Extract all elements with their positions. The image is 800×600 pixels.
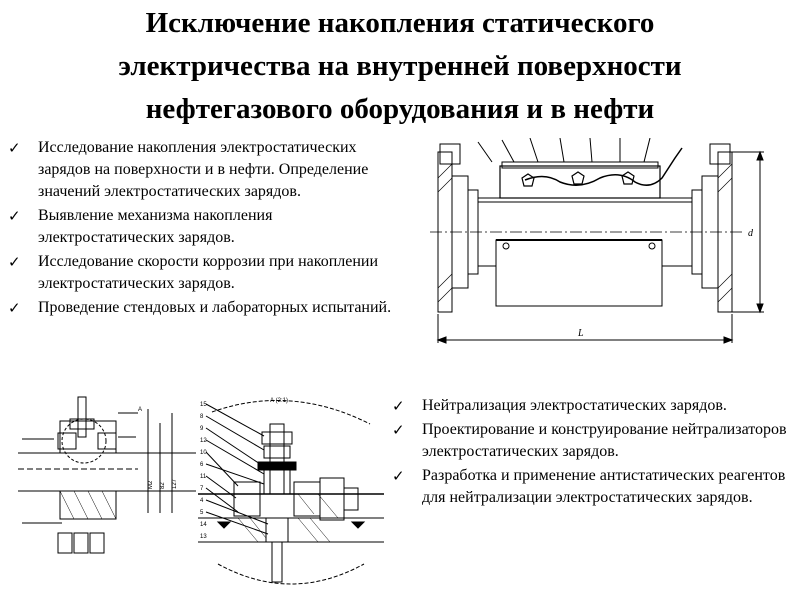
list-item: ✓ Выявление механизма накопления электрос… bbox=[8, 205, 400, 249]
drawing-label-a: А bbox=[138, 407, 142, 413]
list-item-text: Нейтрализация электростатических зарядов… bbox=[422, 397, 727, 414]
list-item: ✓ Исследование накопления электростатичес… bbox=[8, 137, 400, 203]
dim-length-label: L bbox=[577, 328, 584, 339]
detail-view-drawing: А (2:1) 15 8 9 12 10 6 11 7 4 5 14 13 bbox=[198, 394, 384, 592]
check-mark-icon: ✓ bbox=[8, 253, 21, 271]
callout-label: 15 bbox=[200, 402, 207, 408]
list-item: ✓ Проведение стендовых и лабораторных исп… bbox=[8, 297, 400, 319]
dim-label: М2 bbox=[148, 480, 154, 489]
research-list: ✓ Исследование накопления электростатичес… bbox=[8, 137, 400, 321]
callout-label: 12 bbox=[200, 438, 207, 444]
check-mark-icon: ✓ bbox=[8, 139, 21, 157]
callout-label: 10 bbox=[200, 450, 207, 456]
callout-label: 9 bbox=[200, 426, 204, 432]
dim-label: 127 bbox=[172, 478, 178, 489]
list-item: ✓ Исследование скорости коррозии при нако… bbox=[8, 251, 400, 295]
bolt-assembly-drawing: А М2 82 127 bbox=[18, 393, 196, 591]
callout-label: 8 bbox=[200, 414, 204, 420]
check-mark-icon: ✓ bbox=[392, 421, 405, 439]
solutions-list: ✓ Нейтрализация электростатических зарядо… bbox=[392, 395, 797, 511]
list-item: ✓ Нейтрализация электростатических зарядо… bbox=[392, 395, 797, 417]
page-title: Исключение накопления статического элект… bbox=[0, 2, 800, 131]
callout-label: 14 bbox=[200, 522, 207, 528]
callout-label: 6 bbox=[200, 462, 204, 468]
list-item: ✓ Разработка и применение антистатических… bbox=[392, 465, 797, 509]
callout-label: 4 bbox=[200, 498, 204, 504]
list-item-text: Выявление механизма накопления электрост… bbox=[38, 207, 273, 246]
callout-label: 5 bbox=[200, 510, 204, 516]
pipe-section-drawing: L d bbox=[430, 138, 770, 353]
check-mark-icon: ✓ bbox=[392, 467, 405, 485]
list-item-text: Исследование скорости коррозии при накоп… bbox=[38, 253, 379, 292]
callout-label: 11 bbox=[200, 474, 207, 480]
title-line-3: нефтегазового оборудования и в нефти bbox=[145, 93, 655, 125]
check-mark-icon: ✓ bbox=[8, 299, 21, 317]
list-item-text: Исследование накопления электростатическ… bbox=[38, 139, 369, 200]
callout-label: 13 bbox=[200, 534, 207, 540]
title-line-2: электричества на внутренней поверхности bbox=[118, 50, 682, 82]
dim-label: 82 bbox=[160, 482, 166, 489]
view-label: А (2:1) bbox=[270, 398, 288, 404]
check-mark-icon: ✓ bbox=[8, 207, 21, 225]
list-item-text: Разработка и применение антистатических … bbox=[422, 467, 786, 506]
dim-height-label: d bbox=[748, 228, 754, 239]
check-mark-icon: ✓ bbox=[392, 397, 405, 415]
title-line-1: Исключение накопления статического bbox=[145, 7, 655, 39]
list-item: ✓ Проектирование и конструирование нейтра… bbox=[392, 419, 797, 463]
list-item-text: Проектирование и конструирование нейтрал… bbox=[422, 421, 787, 460]
callout-label: 7 bbox=[200, 486, 204, 492]
list-item-text: Проведение стендовых и лабораторных испы… bbox=[38, 299, 392, 316]
